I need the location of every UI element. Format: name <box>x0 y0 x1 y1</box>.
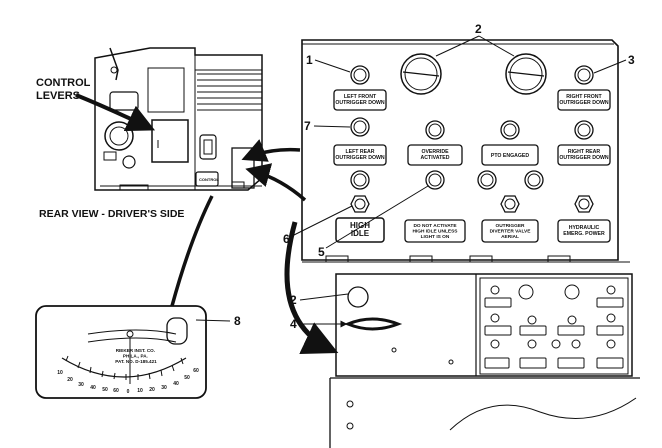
indicator-light <box>574 120 594 140</box>
pointer-arrow <box>245 163 307 202</box>
callout-7: 7 <box>304 119 311 133</box>
indicator-light <box>500 120 520 140</box>
indicator-light <box>425 120 445 140</box>
scale-label: 30 <box>78 382 84 388</box>
scale-label: 20 <box>149 387 155 393</box>
callout-2: 2 <box>475 22 482 36</box>
callout-6: 6 <box>283 232 290 246</box>
inclinometer: RIEKER INST. CO. PHILA., PA. PAT. NO. D-… <box>35 305 207 399</box>
rear-view-caption: REAR VIEW - DRIVER'S SIDE <box>39 208 184 220</box>
callout-5: 5 <box>318 245 325 259</box>
indicator-light <box>574 65 594 85</box>
scale-label: 50 <box>184 375 190 381</box>
round-gauge-left <box>400 53 442 95</box>
scale-label: 40 <box>173 381 179 387</box>
hex-switch <box>500 195 520 213</box>
inclinometer-ticks <box>65 355 184 380</box>
indicator-light <box>524 170 544 190</box>
svg-text:CONTROL: CONTROL <box>199 177 219 182</box>
callout-3: 3 <box>628 53 635 67</box>
scale-label: 50 <box>102 387 108 393</box>
panel-housing-view <box>329 273 640 448</box>
indicator-light <box>425 170 445 190</box>
indicator-light <box>477 170 497 190</box>
hex-switch <box>574 195 594 213</box>
inclinometer-leader <box>170 195 214 307</box>
control-levers-heading: CONTROL LEVERS <box>36 77 93 102</box>
scale-label: 30 <box>161 385 167 391</box>
label-plate-pto-engaged: PTO ENGAGED <box>481 144 539 166</box>
indicator-light <box>350 117 370 137</box>
svg-text:PTO ENGAGED: PTO ENGAGED <box>491 153 529 159</box>
callout-4: 4 <box>290 317 297 331</box>
indicator-light <box>350 65 370 85</box>
callouts: 1 2 3 7 6 5 2 4 8 <box>195 22 635 331</box>
hex-switch <box>350 195 370 213</box>
truck-rear-view: CONTROL <box>94 47 263 191</box>
inclinometer-scale-labels: 10 20 30 40 50 60 0 10 20 30 40 50 60 <box>57 368 199 395</box>
scale-label: 60 <box>193 368 199 374</box>
scale-label: 0 <box>127 389 130 395</box>
callout-8: 8 <box>234 314 241 328</box>
scale-label: 60 <box>113 388 119 394</box>
round-gauge-right <box>505 53 547 95</box>
pointer-arrow <box>284 221 339 354</box>
inclinometer-maker: RIEKER INST. CO. PHILA., PA. PAT. NO. D-… <box>115 348 157 364</box>
scale-label: 10 <box>137 388 143 394</box>
pointer-arrow <box>241 139 301 162</box>
control-levers-arrow <box>75 93 156 132</box>
callout-2b: 2 <box>290 293 297 307</box>
scale-label: 20 <box>67 377 73 383</box>
scale-label: 40 <box>90 385 96 391</box>
indicator-light <box>350 170 370 190</box>
scale-label: 10 <box>57 370 63 376</box>
callout-1: 1 <box>306 53 313 67</box>
